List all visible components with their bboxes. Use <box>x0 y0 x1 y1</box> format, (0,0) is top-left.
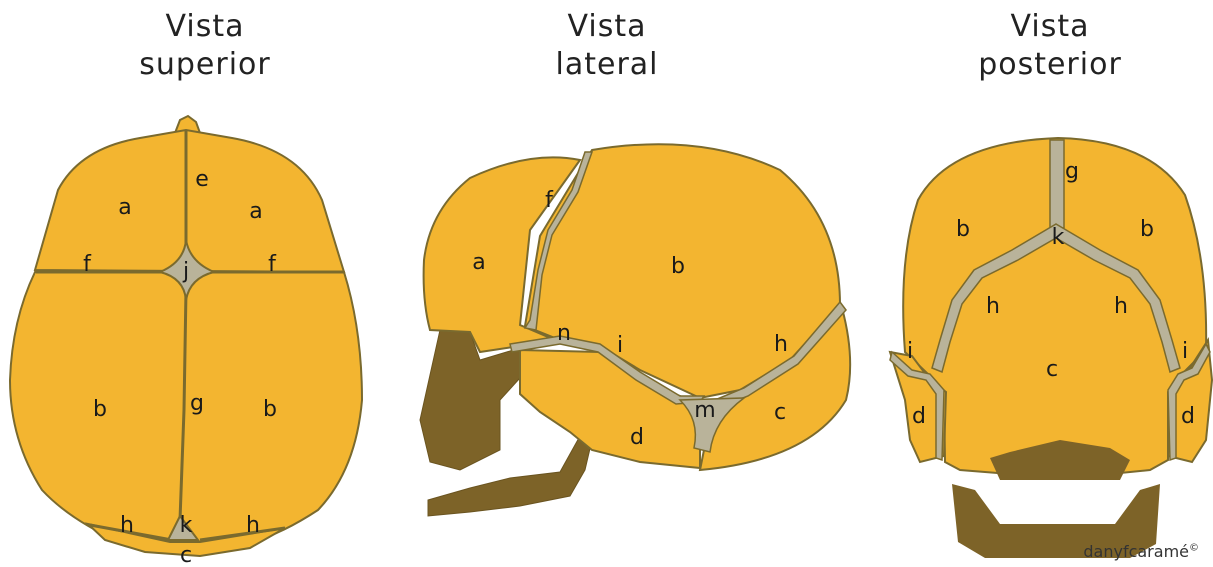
label: b <box>93 397 107 422</box>
lateral-view: a f b n i h m c d <box>420 144 850 516</box>
label: j <box>182 259 189 284</box>
label: c <box>1046 357 1058 382</box>
copyright-mark: © <box>1189 543 1199 554</box>
label: i <box>907 339 913 364</box>
label: k <box>1052 225 1065 250</box>
label: h <box>774 332 788 357</box>
label: a <box>118 195 131 220</box>
label: k <box>180 513 193 538</box>
label: c <box>180 543 192 567</box>
posterior-view: g b b k h h i i c d d <box>890 138 1212 558</box>
label: h <box>986 294 1000 319</box>
label: d <box>630 425 644 450</box>
label: e <box>195 167 209 192</box>
lateral-face <box>420 330 520 470</box>
label: b <box>1140 217 1154 242</box>
posterior-sagittal-suture <box>1050 140 1064 228</box>
superior-view: a a e f f j b g b h k h c <box>10 116 362 567</box>
label: h <box>1114 294 1128 319</box>
label: b <box>263 397 277 422</box>
label: f <box>268 252 277 277</box>
label: h <box>246 513 260 538</box>
label: b <box>671 254 685 279</box>
label: c <box>774 400 786 425</box>
watermark-text: danyfcaramé <box>1083 542 1189 561</box>
author-watermark: danyfcaramé© <box>1083 542 1199 561</box>
label: d <box>1181 404 1195 429</box>
label: m <box>694 398 715 423</box>
label: i <box>1182 339 1188 364</box>
label: a <box>472 250 485 275</box>
label: g <box>190 391 204 416</box>
label: n <box>557 321 571 346</box>
label: b <box>956 217 970 242</box>
label: d <box>912 404 926 429</box>
label: g <box>1065 159 1079 184</box>
label: h <box>120 513 134 538</box>
label: f <box>83 252 92 277</box>
label: f <box>545 188 554 213</box>
label: a <box>249 199 262 224</box>
label: i <box>617 333 623 358</box>
